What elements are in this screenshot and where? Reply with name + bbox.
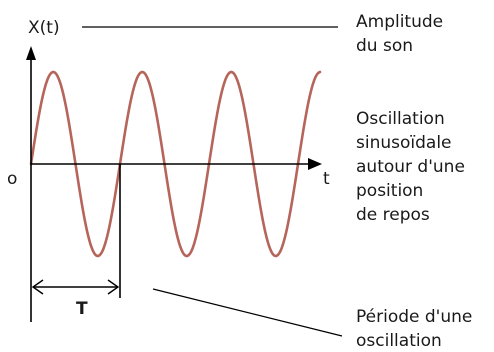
x-axis-arrow bbox=[308, 158, 322, 170]
y-axis-arrow bbox=[26, 46, 36, 60]
periode-text-line-2: oscillation bbox=[356, 331, 442, 351]
period-arrow-left-head bbox=[31, 279, 44, 295]
x-axis-label: t bbox=[323, 169, 330, 189]
periode-leader-line bbox=[152, 288, 343, 337]
oscillation-text-line-4: position bbox=[356, 181, 423, 201]
y-axis-label: X(t) bbox=[28, 18, 60, 38]
oscillation-text-line-1: Oscillation bbox=[356, 109, 445, 129]
period-label: T bbox=[76, 299, 88, 319]
sine-wave-curve bbox=[29, 70, 322, 258]
amplitude-text-line-1: Amplitude bbox=[356, 12, 443, 32]
oscillation-text-line-3: autour d'une bbox=[356, 157, 465, 177]
oscillation-text-line-2: sinusoïdale bbox=[356, 133, 452, 153]
period-arrow-right-head bbox=[107, 279, 120, 295]
periode-text-line-1: Période d'une bbox=[356, 307, 472, 327]
origin-label: o bbox=[7, 169, 17, 189]
oscillation-text-line-5: de repos bbox=[356, 205, 430, 225]
amplitude-text-line-2: du son bbox=[356, 36, 413, 56]
